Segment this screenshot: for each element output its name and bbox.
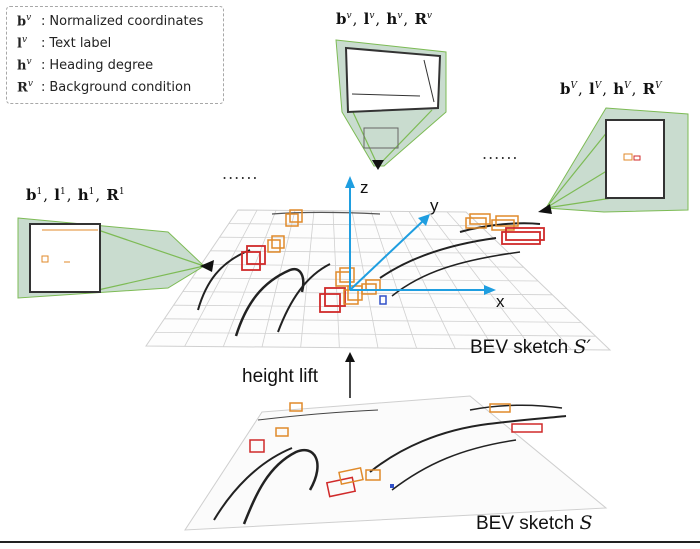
- lower-plane: [184, 395, 608, 531]
- axis-y-line: [349, 219, 425, 291]
- top-camera-marker: [372, 160, 384, 170]
- lower-road-curve-3: [369, 415, 567, 473]
- legend-row-background: Rv : Background condition: [17, 77, 191, 97]
- box-3d-10: [501, 227, 545, 245]
- axis-x-head: [484, 285, 496, 295]
- top-camera-label: bv, lv, hv, Rv: [336, 10, 432, 28]
- legend-row-heading: hv : Heading degree: [17, 55, 153, 75]
- grid-line-lateral: [191, 277, 539, 282]
- legend-symbol: Rv: [17, 78, 33, 96]
- lower-box-1: [289, 402, 303, 412]
- lower-box-3: [249, 439, 265, 453]
- right-camera-marker: [538, 204, 552, 214]
- axis-y-head: [418, 214, 430, 226]
- grid-line-lateral: [173, 304, 567, 309]
- right-image-detail-2: [633, 155, 641, 161]
- axis-z-label: z: [360, 178, 369, 197]
- top-image-detail-2: [351, 93, 421, 97]
- axis-x-label: x: [496, 292, 505, 311]
- height-lift-arrow: [345, 352, 355, 398]
- left-image-plane: [29, 223, 101, 293]
- legend-row-text-label: lv : Text label: [17, 33, 111, 53]
- left-frustum-ray-1: [97, 229, 205, 267]
- grid-line-lateral: [228, 223, 481, 227]
- lower-road-curve-4: [391, 439, 517, 491]
- right-image-detail-1: [623, 153, 633, 161]
- upper-road-curve-3: [277, 263, 331, 333]
- box-3d-9: [491, 215, 519, 231]
- box-3d-3: [241, 245, 266, 271]
- upper-road-curve-2: [234, 267, 305, 337]
- top-image-detail-1: [423, 59, 435, 103]
- top-image-plane: [344, 46, 442, 114]
- ellipsis-right: ......: [482, 144, 519, 163]
- lift-arrow-head: [345, 352, 355, 362]
- upper-road-curve-7: [459, 222, 541, 233]
- lower-road-curve-2: [242, 449, 319, 525]
- lower-road-curve-5: [257, 409, 379, 421]
- box-3d-1: [285, 209, 303, 227]
- legend-colon: :: [41, 79, 46, 95]
- right-image-plane: [605, 119, 665, 199]
- left-frustum-ray-2: [97, 265, 205, 291]
- axis-z-head: [345, 176, 355, 188]
- upper-bev-sketch: [145, 209, 612, 351]
- axis-y-label: y: [430, 196, 439, 215]
- lower-box-7: [489, 403, 511, 413]
- box-3d-4: [319, 287, 346, 313]
- grid-line-lateral: [155, 332, 596, 337]
- lower-box-6: [365, 469, 381, 481]
- upper-road-curve-5: [391, 251, 521, 297]
- top-frustum-ray-1: [351, 109, 379, 167]
- box-3d-2: [267, 235, 285, 253]
- legend-colon: :: [41, 57, 46, 73]
- legend-row-coordinates: bv : Normalized coordinates: [17, 11, 203, 31]
- box-3d-8: [465, 213, 491, 229]
- left-camera-marker: [200, 260, 214, 272]
- box-3d-blue: [379, 295, 387, 305]
- legend-colon: :: [41, 35, 46, 51]
- grid-line-lateral: [164, 318, 582, 323]
- upper-bev-caption: BEV sketch S′: [470, 336, 591, 358]
- lower-box-2: [275, 427, 289, 437]
- top-camera-frustum: [335, 39, 447, 170]
- lower-box-9: [390, 484, 394, 488]
- lower-bev-sketch: [184, 395, 608, 531]
- lower-bev-caption: BEV sketch S: [476, 512, 593, 534]
- lower-road-curve-6: [469, 404, 563, 411]
- legend-colon: :: [41, 13, 46, 29]
- legend-label: Normalized coordinates: [49, 13, 204, 29]
- top-lower-box: [363, 127, 399, 149]
- grid-line-lateral: [219, 236, 495, 240]
- legend-label: Heading degree: [49, 57, 154, 73]
- legend: bv : Normalized coordinates lv : Text la…: [6, 6, 224, 104]
- axes: [345, 176, 496, 295]
- height-lift-caption: height lift: [242, 366, 319, 387]
- legend-symbol: bv: [17, 12, 32, 30]
- legend-symbol: hv: [17, 56, 32, 74]
- upper-road-curve-4: [379, 237, 497, 279]
- right-camera-frustum: [538, 107, 689, 214]
- grid-line-lateral: [182, 291, 553, 296]
- left-camera-frustum: [17, 217, 214, 299]
- left-camera-label: b1, l1, h1, R1: [26, 186, 125, 204]
- left-image-detail-2: [41, 255, 49, 263]
- bottom-rule: [0, 541, 700, 543]
- legend-symbol: lv: [17, 34, 28, 52]
- ellipsis-left: ......: [222, 164, 259, 183]
- lower-box-5: [338, 466, 364, 486]
- right-camera-label: bV, lV, hV, RV: [560, 80, 662, 98]
- upper-road-curve-6: [271, 211, 381, 215]
- right-frustum-ray-1: [545, 125, 613, 209]
- lower-road-curve-1: [213, 447, 293, 521]
- legend-label: Text label: [49, 35, 112, 51]
- top-frustum-ray-2: [377, 109, 433, 167]
- lower-box-8: [511, 423, 543, 433]
- lower-box-4: [325, 476, 357, 498]
- right-frustum-ray-3: [545, 197, 613, 209]
- legend-label: Background condition: [49, 79, 192, 95]
